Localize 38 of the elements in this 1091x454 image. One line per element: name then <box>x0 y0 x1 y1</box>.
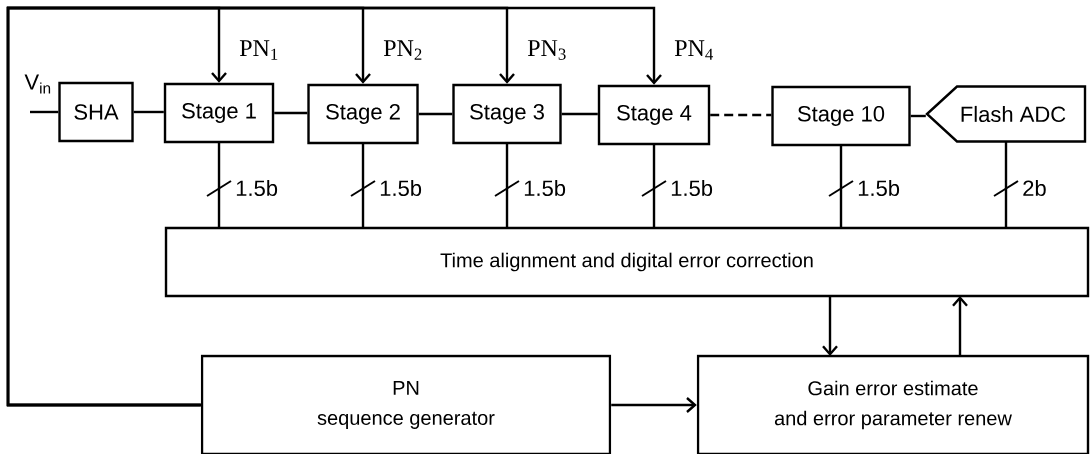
adc-block: Flash ADC <box>925 85 1087 143</box>
connector <box>561 112 598 116</box>
connector <box>710 113 772 117</box>
connector <box>822 296 838 356</box>
process-box: Stage 10 <box>771 85 911 147</box>
edge-label: 1.5b <box>236 179 278 197</box>
connector <box>6 6 662 407</box>
process-box: Stage 1 <box>163 82 275 144</box>
connector <box>839 145 843 228</box>
connector <box>910 114 926 118</box>
process-box: Stage 2 <box>307 83 419 145</box>
connector <box>361 143 365 228</box>
process-box: Gain error estimate and error parameter renew <box>696 354 1090 454</box>
connector <box>418 112 453 116</box>
connector <box>217 142 221 228</box>
edge-label: PN$_{4}$ <box>674 40 714 60</box>
edge-label: PN$_{3}$ <box>527 40 566 60</box>
connector <box>30 110 59 114</box>
edge-label: 1.5b <box>858 179 900 197</box>
signal-label: V$_{in}$ <box>24 74 51 94</box>
edge-label: PN$_{2}$ <box>383 40 422 60</box>
connector <box>1004 141 1008 228</box>
process-box: SHA <box>58 81 134 143</box>
edge-label: 2b <box>1023 179 1046 197</box>
connector <box>652 144 656 228</box>
edge-label: 1.5b <box>671 179 713 197</box>
edge-label: 1.5b <box>524 179 566 197</box>
process-box: PN sequence generator <box>200 354 612 454</box>
connector <box>505 143 509 228</box>
edge-label: PN$_{1}$ <box>239 40 278 60</box>
edge-label: 1.5b <box>380 179 422 197</box>
process-box: Stage 4 <box>597 84 711 146</box>
connector <box>274 111 308 115</box>
process-box: Stage 3 <box>452 83 562 145</box>
connector <box>952 296 968 356</box>
connector <box>133 110 164 114</box>
process-box: Time alignment and digital error correction <box>164 226 1090 298</box>
connector <box>611 397 697 413</box>
